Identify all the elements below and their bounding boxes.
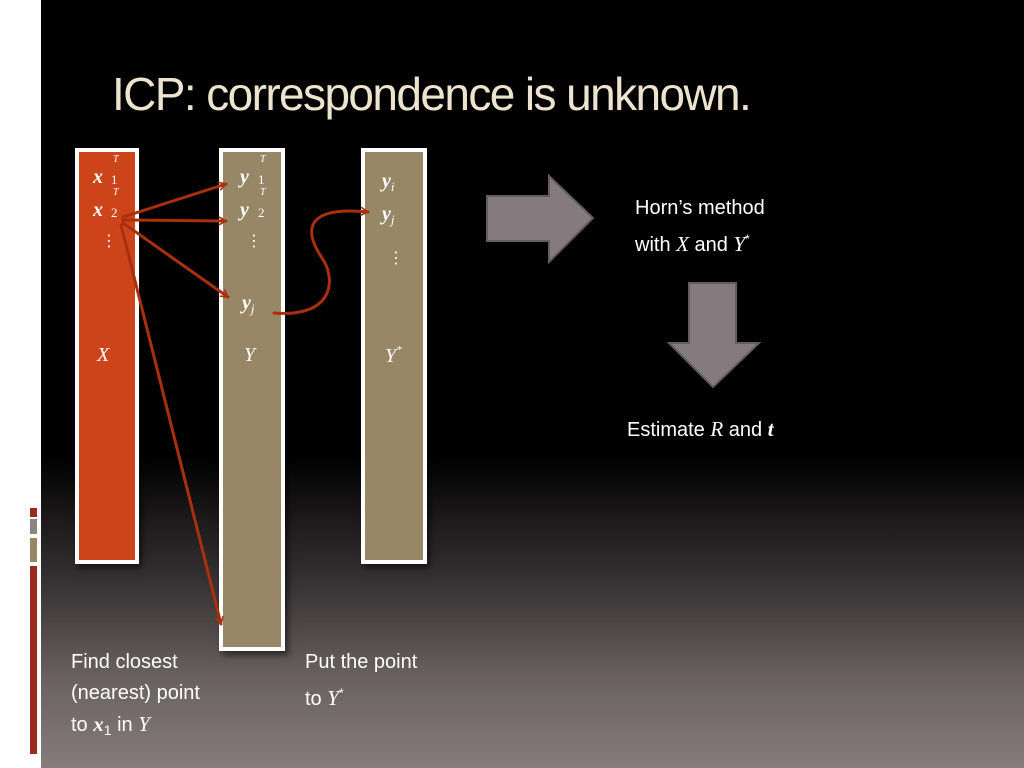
caption-find-closest: Find closest (nearest) point to x1 in Y bbox=[71, 651, 200, 738]
column-x-label: X bbox=[97, 344, 110, 366]
column-y-star-label: Y* bbox=[385, 344, 402, 367]
slide-title: ICP: correspondence is unknown. bbox=[112, 68, 752, 120]
column-y bbox=[219, 148, 285, 651]
column-y-ellipsis: ⋮ bbox=[246, 231, 262, 250]
margin-accent-red-block bbox=[30, 508, 37, 517]
column-y-label: Y bbox=[244, 344, 256, 366]
margin-accent-tan-block bbox=[30, 538, 37, 562]
block-arrow-down-icon bbox=[666, 282, 762, 389]
column-y-star bbox=[361, 148, 427, 564]
margin-accent-gray-block bbox=[30, 519, 37, 534]
horn-method-line2: with X and Y* bbox=[635, 232, 750, 256]
yj-in-y: yj bbox=[242, 292, 255, 316]
column-x-ellipsis: ⋮ bbox=[101, 231, 117, 250]
horn-method-line1: Horn’s method bbox=[635, 197, 765, 219]
put-point-curve-arrow bbox=[272, 211, 370, 315]
column-y-star-ellipsis: ⋮ bbox=[388, 248, 404, 267]
yj-entry: yj bbox=[382, 203, 395, 227]
estimate-text: Estimate R and t bbox=[627, 417, 774, 441]
block-arrow-right-icon bbox=[486, 173, 595, 265]
horn-method-text: Horn’s method with X and Y* bbox=[635, 193, 765, 261]
caption-put-point: Put the point to Y* bbox=[305, 651, 418, 710]
margin-accent-red-bar bbox=[30, 566, 37, 754]
yi-entry: yi bbox=[382, 170, 395, 194]
